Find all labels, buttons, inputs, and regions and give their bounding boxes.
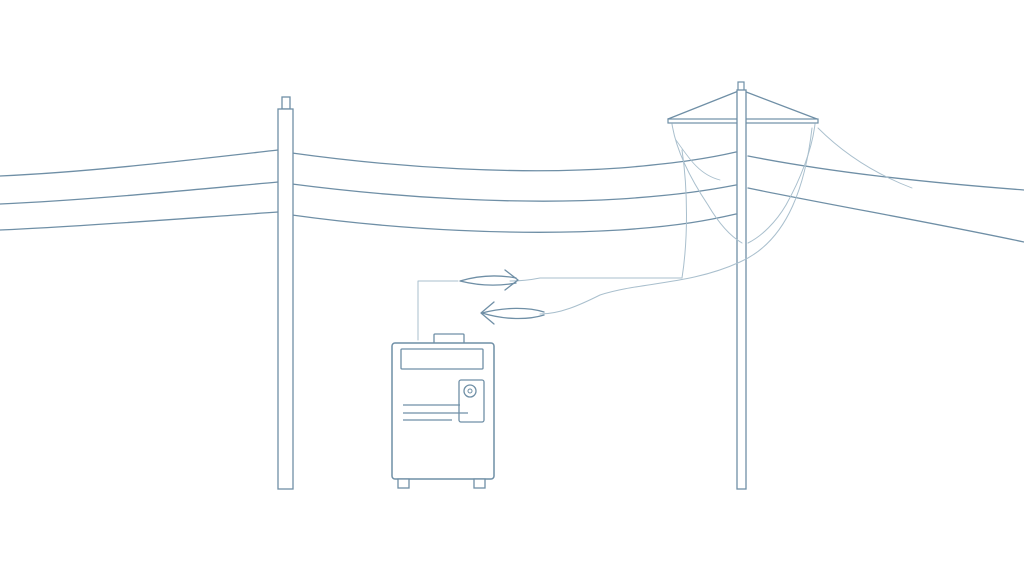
service-drop-upper [509,149,687,282]
arrow-left-body [481,307,545,320]
left-wire-middle [0,181,279,205]
span-wire-bottom [291,213,737,233]
arrow-right-icon [459,269,519,291]
right-wire-top [747,155,1024,191]
left-wire-bottom [0,211,279,231]
meter-foot-right [473,478,486,489]
left-pole-shaft [277,108,294,490]
span-wires [291,151,737,233]
left-wire-top [0,149,279,177]
electric-meter-box-icon [391,333,495,489]
meter-dial-center [467,388,473,394]
arrow-right-head [504,269,519,291]
right-wires [747,155,1024,243]
arrow-right-body [459,275,517,286]
span-wire-top [291,151,737,172]
right-pole-shaft [736,89,747,490]
arrow-left-head [480,301,495,325]
crossarm-netting-left [671,123,743,244]
arrow-left-icon [480,301,545,325]
service-drop [417,127,813,341]
meter-foot-left [397,478,410,489]
left-pole-cap [281,96,291,110]
service-drop-to-meter [417,280,459,341]
meter-display [400,348,484,370]
meter-box-body [391,342,495,480]
crossarm-netting-strand [817,127,913,189]
crossarm-netting-right [747,123,816,244]
service-drop-lower [539,127,813,315]
utility-pole-with-crossarm-icon [667,81,913,490]
right-wire-bottom [747,187,1024,243]
span-wire-middle [291,183,737,202]
left-wires [0,149,279,231]
utility-pole-icon [277,96,294,490]
crossarm-netting-strand-2 [675,139,721,181]
